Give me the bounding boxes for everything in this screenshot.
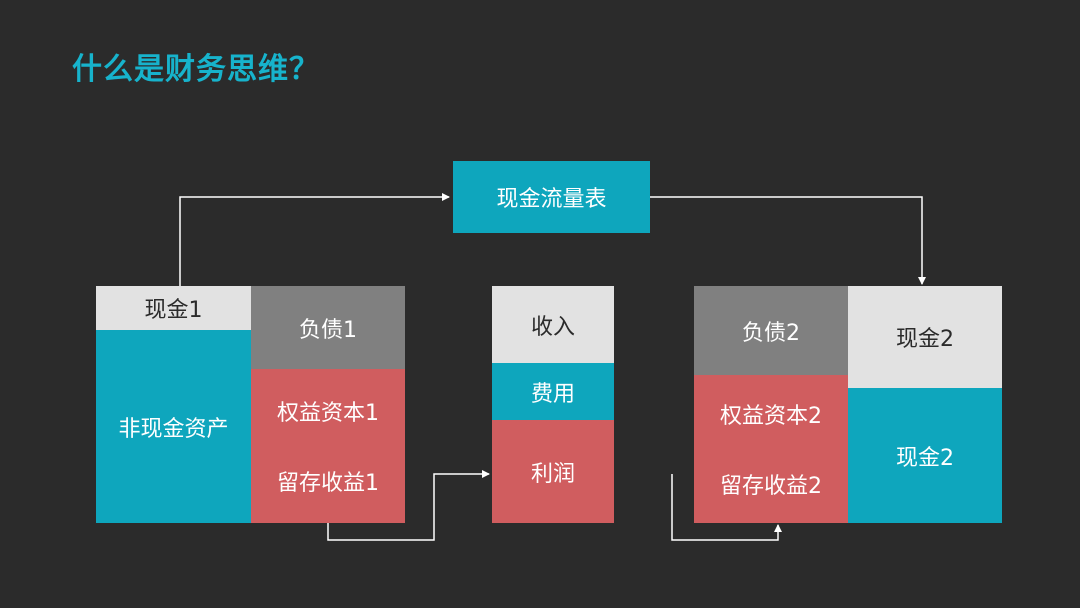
cash-flow-statement-label: 现金流量表 bbox=[496, 187, 607, 212]
page-title: 什么是财务思维？ bbox=[72, 52, 320, 87]
expense-label: 费用 bbox=[530, 381, 575, 407]
arrow-profit-to-retained2 bbox=[671, 474, 782, 541]
retained-earnings1-label: 留存收益1 bbox=[277, 471, 379, 496]
equity-capital2-label: 权益资本2 bbox=[720, 404, 822, 429]
noncash-assets-box: 非现金资产 bbox=[96, 330, 251, 523]
equity1-box: 权益资本1 留存收益1 bbox=[251, 369, 405, 523]
noncash-assets-label: 非现金资产 bbox=[118, 416, 229, 442]
cash-flow-statement-box: 现金流量表 bbox=[453, 161, 650, 233]
cash1-label: 现金1 bbox=[144, 298, 203, 323]
liability1-label: 负债1 bbox=[299, 317, 357, 343]
expense-box: 费用 bbox=[492, 363, 614, 420]
profit-label: 利润 bbox=[530, 461, 575, 487]
liability1-box: 负债1 bbox=[251, 286, 405, 369]
cash2-top-box: 现金2 bbox=[848, 286, 1002, 388]
arrow-cash1-to-cashflow bbox=[179, 193, 450, 286]
equity-capital1-label: 权益资本1 bbox=[277, 401, 379, 426]
equity2-box: 权益资本2 留存收益2 bbox=[694, 375, 848, 523]
revenue-box: 收入 bbox=[492, 286, 614, 363]
retained-earnings2-label: 留存收益2 bbox=[720, 474, 822, 499]
revenue-label: 收入 bbox=[530, 314, 575, 340]
arrow-retained1-to-profit bbox=[327, 470, 490, 541]
liability2-label: 负债2 bbox=[742, 320, 800, 346]
cash2-bottom-label: 现金2 bbox=[896, 445, 954, 471]
arrow-cashflow-to-cash2 bbox=[650, 196, 926, 285]
profit-box: 利润 bbox=[492, 420, 614, 523]
cash1-box: 现金1 bbox=[96, 286, 251, 330]
liability2-box: 负债2 bbox=[694, 286, 848, 375]
cash2-top-label: 现金2 bbox=[896, 327, 954, 352]
cash2-bottom-box: 现金2 bbox=[848, 388, 1002, 523]
